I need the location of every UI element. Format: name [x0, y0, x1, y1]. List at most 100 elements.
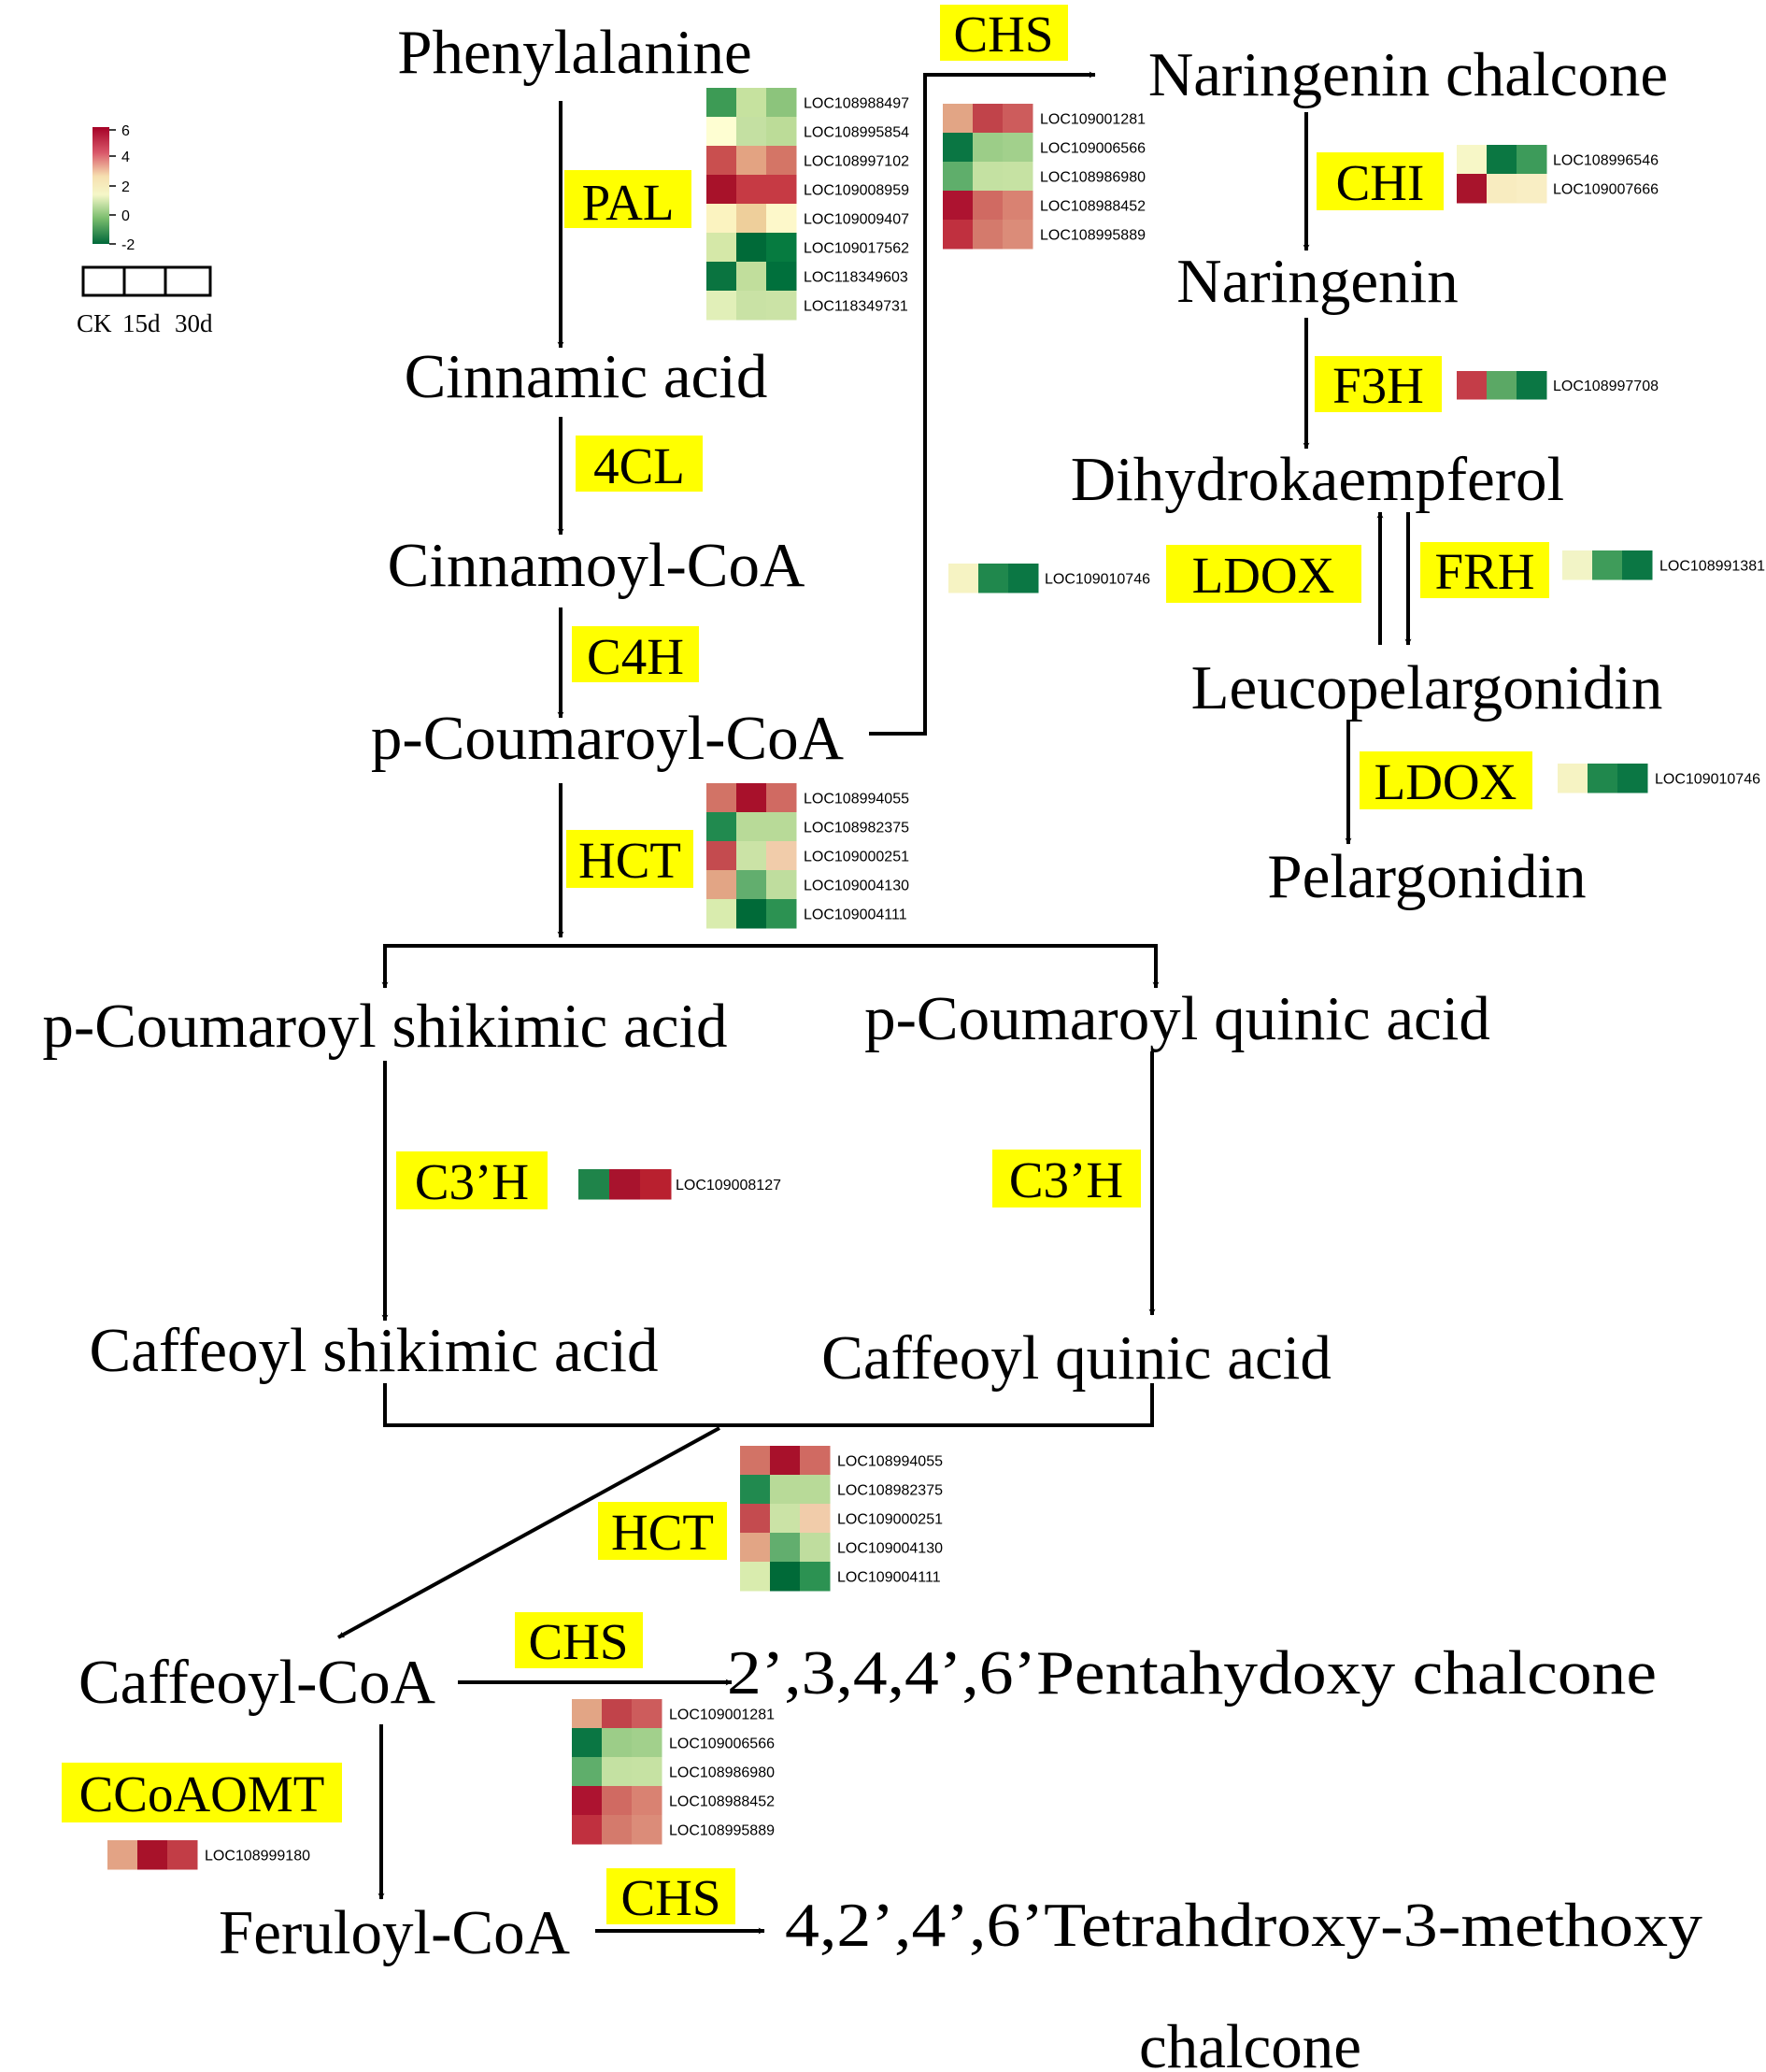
legend-col-30d: 30d [175, 309, 213, 337]
heatmap-cell [943, 220, 974, 250]
compound-p-coumaroyl-quinic-acid: p-Coumaroyl quinic acid [864, 984, 1490, 1053]
legend-tick-neg2: -2 [121, 237, 135, 253]
gene-id-label: LOC109008959 [804, 183, 909, 199]
heatmap-cell [736, 783, 767, 813]
compound-tetrahydroxy-methoxy-line1: 4,2’,4’,6’Tetrahdroxy-3-methoxy [785, 1891, 1703, 1960]
compound-feruloyl-coa: Feruloyl-CoA [219, 1898, 570, 1967]
gene-id-label: LOC109009407 [804, 212, 909, 228]
heatmap-cell [770, 1504, 801, 1534]
enzyme-4cl: 4CL [576, 436, 703, 494]
heatmap-cell [978, 564, 1009, 593]
heatmap-cell [736, 262, 767, 292]
heatmap-cell [740, 1504, 771, 1534]
heatmap-cell [770, 1446, 801, 1476]
enzyme-pal: PAL [564, 170, 691, 231]
enzyme-c3h-left: C3’H [396, 1151, 548, 1210]
heatmap-cell [572, 1815, 603, 1845]
gene-id-label: LOC109001281 [669, 1708, 775, 1723]
heatmap-cell [740, 1475, 771, 1505]
gene-id-label: LOC108988497 [804, 96, 909, 112]
heatmaps: LOC108988497LOC108995854LOC108997102LOC1… [107, 88, 1765, 1870]
heatmap-cell [943, 162, 974, 192]
heatmap-cell [1592, 550, 1623, 580]
svg-text:HCT: HCT [611, 1504, 714, 1561]
heatmap-cell [706, 870, 737, 900]
branch-split-line [383, 944, 1158, 948]
compound-dihydrokaempferol: Dihydrokaempferol [1071, 445, 1564, 514]
gene-id-label: LOC108988452 [669, 1794, 775, 1810]
enzyme-frh: FRH [1420, 542, 1549, 600]
gene-id-label: LOC118349603 [804, 270, 908, 286]
gene-id-label: LOC109004111 [837, 1570, 941, 1586]
heatmap-cell [736, 204, 767, 234]
gene-id-label: LOC108996546 [1553, 153, 1659, 169]
compound-caffeoyl-coa: Caffeoyl-CoA [78, 1648, 435, 1717]
heatmap-cell [706, 146, 737, 176]
heatmap-cell [602, 1786, 633, 1816]
gene-id-label: LOC108991381 [1659, 559, 1765, 575]
gene-id-label: LOC109008127 [676, 1178, 781, 1193]
enzyme-ldox-left: LDOX [1166, 545, 1361, 604]
gene-id-label: LOC108995889 [1040, 228, 1146, 244]
heatmap-cell [578, 1169, 610, 1200]
gene-id-label: LOC108997102 [804, 154, 909, 170]
compound-cinnamic-acid: Cinnamic acid [405, 342, 768, 411]
compound-p-coumaroyl-shikimic-acid: p-Coumaroyl shikimic acid [42, 992, 727, 1061]
heatmap-cell [766, 88, 797, 118]
heatmap-cell [1003, 162, 1033, 192]
heatmap-cell [800, 1475, 831, 1505]
heatmap-cell [1457, 145, 1488, 175]
heatmap-cell [766, 841, 797, 871]
compound-naringenin: Naringenin [1176, 247, 1458, 316]
heatmap-chs-mid: LOC109001281LOC109006566LOC108986980LOC1… [572, 1699, 775, 1845]
svg-text:CCoAOMT: CCoAOMT [79, 1765, 325, 1822]
heatmap-cell [1457, 174, 1488, 204]
arrow-merge-to-caffeoyl-coa [337, 1426, 720, 1639]
heatmap-cell [1003, 104, 1033, 134]
heatmap-cell [632, 1786, 662, 1816]
heatmap-cell [1622, 550, 1653, 580]
gene-id-label: LOC108997708 [1553, 379, 1659, 394]
legend-tick-marks [109, 129, 116, 245]
heatmap-cell [740, 1533, 771, 1563]
enzymes: PAL 4CL C4H CHS CHI F3H LDOX FRH LDOX HC… [62, 5, 1549, 1926]
svg-text:PAL: PAL [582, 174, 675, 231]
heatmap-cell [973, 220, 1004, 250]
legend-tick-6: 6 [121, 123, 130, 139]
gene-id-label: LOC109000251 [837, 1512, 943, 1528]
heatmap-cell [1558, 764, 1588, 793]
gene-id-label: LOC118349731 [804, 299, 908, 315]
heatmap-cell [572, 1728, 603, 1758]
enzyme-c4h: C4H [572, 626, 699, 685]
heatmap-cell [1562, 550, 1593, 580]
heatmap-cell [770, 1533, 801, 1563]
heatmap-cell [602, 1815, 633, 1845]
heatmap-cell [602, 1728, 633, 1758]
heatmap-cell [706, 88, 737, 118]
heatmap-cell [766, 812, 797, 842]
compound-tetrahydroxy-methoxy-line2: chalcone [1139, 2012, 1361, 2072]
heatmap-cell [766, 233, 797, 263]
gene-id-label: LOC108982375 [837, 1483, 943, 1499]
gene-id-label: LOC109010746 [1045, 572, 1150, 588]
heatmap-cell [766, 291, 797, 321]
heatmap-cell [736, 146, 767, 176]
heatmap-cell [632, 1728, 662, 1758]
legend-sample-boxes [81, 265, 212, 297]
enzyme-ldox-lower: LDOX [1360, 751, 1532, 810]
heatmap-cell [800, 1446, 831, 1476]
gene-id-label: LOC108995854 [804, 125, 909, 141]
heatmap-cell [1003, 220, 1033, 250]
heatmap-cell [572, 1786, 603, 1816]
enzyme-chi: CHI [1317, 152, 1444, 211]
heatmap-cell [1003, 133, 1033, 163]
gene-id-label: LOC109000251 [804, 850, 909, 865]
compound-pelargonidin: Pelargonidin [1267, 842, 1586, 911]
heatmap-cell [736, 291, 767, 321]
heatmap-cell [706, 841, 737, 871]
heatmap-cell [766, 262, 797, 292]
heatmap-cell [609, 1169, 641, 1200]
heatmap-cell [973, 162, 1004, 192]
heatmap-cell [943, 104, 974, 134]
heatmap-cell [1517, 371, 1547, 400]
